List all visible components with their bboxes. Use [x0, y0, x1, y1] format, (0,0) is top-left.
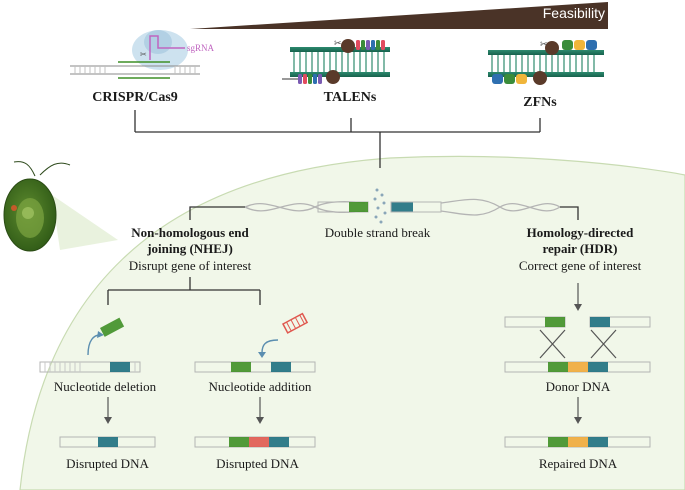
hdr-arrow-2: [574, 397, 582, 424]
feasibility-label: Feasibility: [542, 5, 605, 21]
tools-connector: [134, 110, 541, 168]
branch-connectors: [107, 206, 579, 305]
nhej-title-line2: joining (NHEJ): [147, 241, 233, 256]
repaired-dna-label: Repaired DNA: [538, 456, 618, 471]
cell-zoom-cone: [52, 195, 118, 250]
zfns-icon: ✂: [488, 40, 604, 85]
disrupted-dna-right-label: Disrupted DNA: [216, 456, 299, 471]
nhej-title-line1: Non-homologous end: [131, 225, 249, 240]
disrupted-dna-right-strand: [194, 436, 316, 448]
nucleotide-deletion-label: Nucleotide deletion: [53, 379, 157, 394]
broken-dna-helix: [244, 188, 561, 224]
repaired-dna-strand: [504, 436, 651, 448]
disrupted-dna-left-strand: [59, 436, 156, 448]
workflow-oval: [19, 155, 685, 490]
algae-cell-icon: [3, 161, 71, 252]
disrupted-dna-left-label: Disrupted DNA: [66, 456, 149, 471]
nucleotide-addition-label: Nucleotide addition: [208, 379, 312, 394]
svg-text:✂: ✂: [140, 50, 147, 59]
svg-text:✂: ✂: [540, 40, 548, 50]
hdr-broken-strands: [504, 316, 651, 359]
feasibility-triangle: [190, 2, 608, 29]
double-strand-break-label: Double strand break: [324, 225, 431, 240]
talens-label: TALENs: [323, 90, 377, 105]
hdr-title-line2: repair (HDR): [542, 241, 618, 256]
donor-dna-label: Donor DNA: [545, 379, 611, 394]
donor-dna-strand: [504, 361, 651, 373]
sgrna-label: sgRNA: [187, 43, 215, 53]
crispr-cas9-icon: ✂: [70, 30, 200, 79]
hdr-arrow-1: [574, 283, 582, 311]
hdr-subtitle: Correct gene of interest: [518, 258, 642, 273]
hdr-title-line1: Homology-directed: [526, 225, 634, 240]
deletion-strand: [39, 317, 141, 373]
nhej-subtitle: Disrupt gene of interest: [128, 258, 252, 273]
zfns-label: ZFNs: [523, 95, 557, 110]
nhej-result-arrows: [104, 397, 264, 424]
svg-text:✂: ✂: [334, 39, 342, 49]
crispr-label: CRISPR/Cas9: [92, 90, 178, 105]
talens-icon: ✂: [282, 39, 390, 84]
addition-strand: [194, 312, 316, 373]
